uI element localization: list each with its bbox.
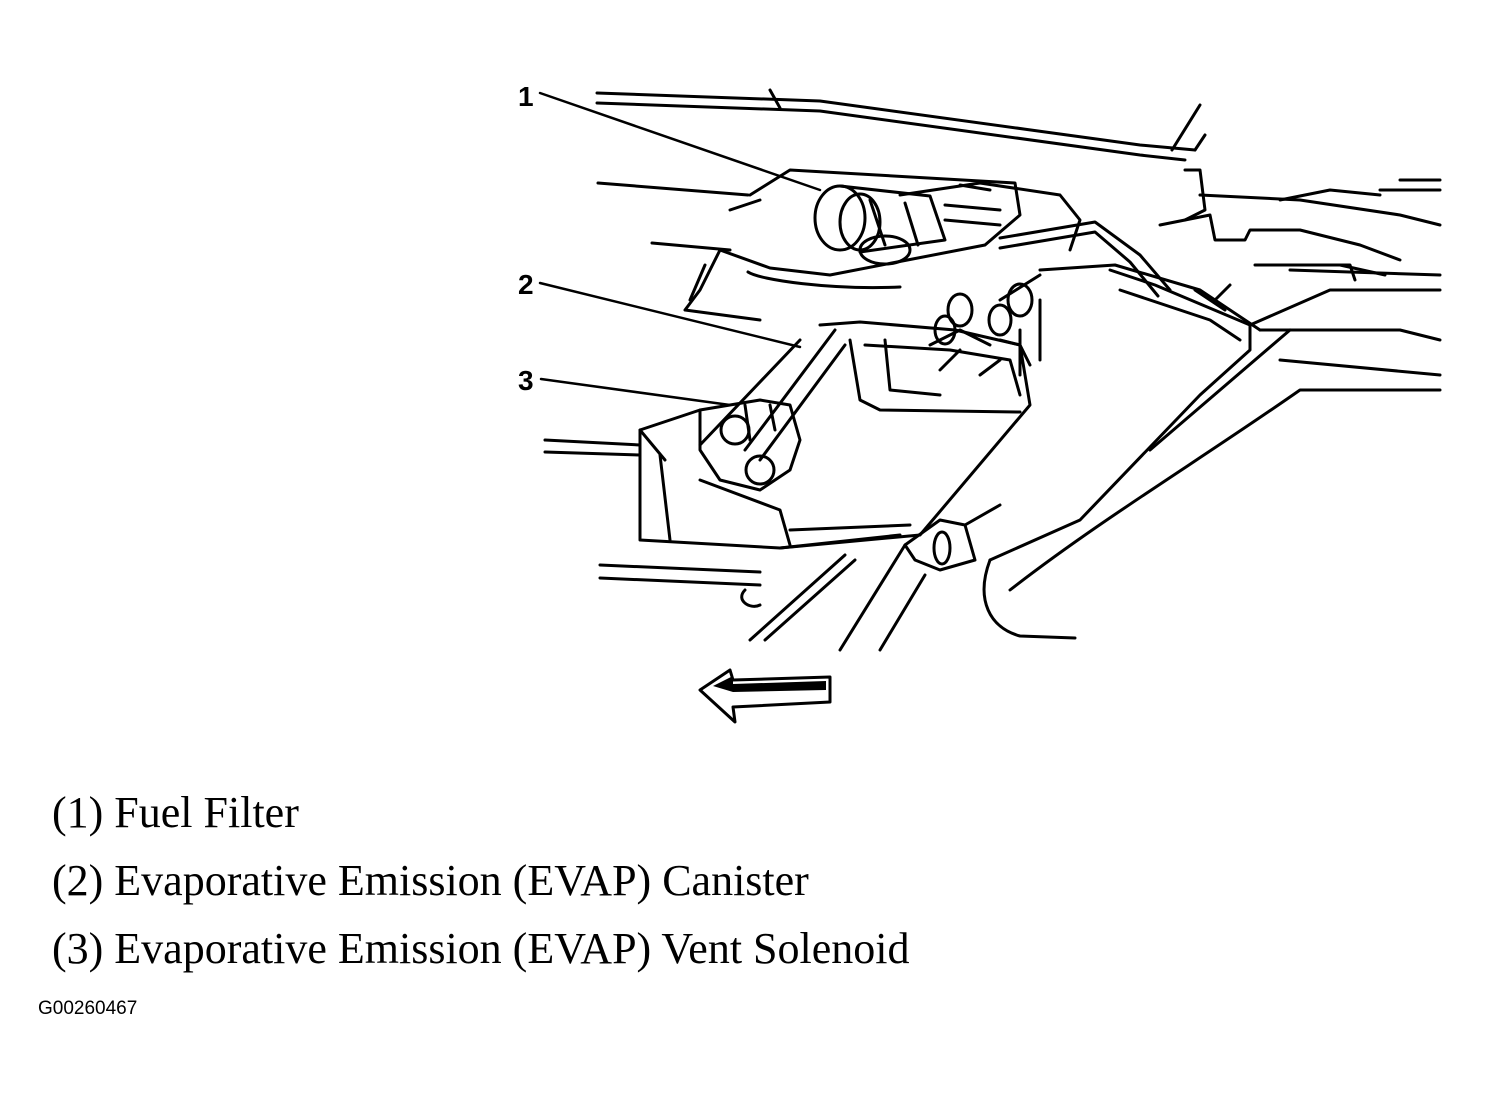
callout-1-leader [538, 91, 822, 192]
figure-id: G00260467 [38, 998, 138, 1019]
callout-leaders [538, 91, 822, 407]
callout-3-leader [539, 377, 732, 407]
component-location-drawing [538, 88, 1442, 724]
fuel-filter-bracket [683, 168, 1022, 322]
fuel-lines [998, 220, 1262, 332]
front-direction-arrow-icon [698, 668, 832, 724]
component-legend: (1) Fuel Filter (2) Evaporative Emission… [52, 786, 910, 990]
evap-vent-solenoid [698, 398, 802, 547]
crossmember [1158, 168, 1442, 282]
callout-2-leader [538, 281, 802, 349]
tank-strap-bracket [903, 503, 1002, 572]
fuel-tank [982, 268, 1442, 640]
front-direction-arrow-shade [713, 676, 826, 692]
callout-2-number: 2 [518, 269, 534, 300]
evap-canister [638, 320, 1032, 550]
callout-1-number: 1 [518, 81, 534, 112]
fuel-filter [813, 181, 1082, 266]
legend-item-fuel-filter: (1) Fuel Filter [52, 788, 299, 837]
left-frame-lines [543, 181, 762, 608]
lower-frame-rails [748, 543, 927, 652]
legend-item-evap-vent-solenoid: (3) Evaporative Emission (EVAP) Vent Sol… [52, 924, 910, 973]
legend-item-evap-canister: (2) Evaporative Emission (EVAP) Canister [52, 856, 809, 905]
upper-frame-rail [595, 88, 1207, 162]
callout-3-number: 3 [518, 365, 534, 396]
